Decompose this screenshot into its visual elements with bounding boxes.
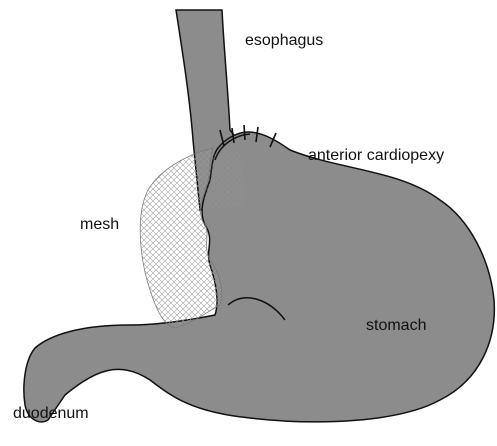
suture-mark [244,125,245,140]
anterior-cardiopexy-label: anterior cardiopexy [308,148,444,164]
mesh-label: mesh [80,217,119,233]
stomach-label: stomach [366,318,426,334]
duodenum-label: duodenum [13,406,89,422]
esophagus-label: esophagus [245,33,323,49]
stomach-shape [24,132,494,422]
mesh-over-esophagus [200,150,245,210]
